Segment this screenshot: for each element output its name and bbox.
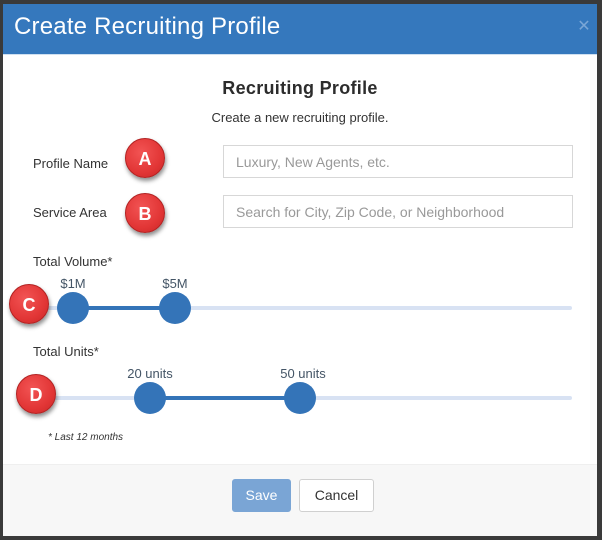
create-recruiting-profile-dialog: Create Recruiting Profile ✕ Recruiting P… <box>3 4 597 536</box>
total-units-label: Total Units* <box>33 344 99 359</box>
total-units-min-thumb[interactable] <box>134 382 166 414</box>
cancel-button[interactable]: Cancel <box>299 479 374 512</box>
service-area-input[interactable] <box>223 195 573 228</box>
total-volume-max-thumb[interactable] <box>159 292 191 324</box>
section-subtitle: Create a new recruiting profile. <box>211 110 389 125</box>
profile-name-input[interactable] <box>223 145 573 178</box>
save-button[interactable]: Save <box>232 479 291 512</box>
annotation-badge-c: C <box>9 284 49 324</box>
annotation-badge-b: B <box>125 193 165 233</box>
close-icon[interactable]: ✕ <box>577 18 591 35</box>
dialog-title: Create Recruiting Profile <box>14 13 281 40</box>
total-units-range <box>150 396 300 400</box>
total-volume-min-thumb[interactable] <box>57 292 89 324</box>
service-area-label: Service Area <box>33 205 107 220</box>
dialog-footer: Save Cancel <box>3 464 597 536</box>
dialog-header: Create Recruiting Profile ✕ <box>3 4 597 55</box>
section-title: Recruiting Profile <box>222 78 378 98</box>
profile-name-label: Profile Name <box>33 156 109 171</box>
total-volume-range <box>73 306 175 310</box>
footnote: * Last 12 months <box>48 432 124 443</box>
total-volume-max-label: $5M <box>162 276 188 291</box>
total-volume-min-label: $1M <box>60 276 86 291</box>
annotation-badge-a: A <box>125 138 165 178</box>
total-units-max-label: 50 units <box>280 366 326 381</box>
annotation-badge-d: D <box>16 374 56 414</box>
total-units-min-label: 20 units <box>127 366 173 381</box>
total-volume-label: Total Volume* <box>33 254 113 269</box>
total-units-max-thumb[interactable] <box>284 382 316 414</box>
total-volume-track[interactable] <box>45 306 572 310</box>
